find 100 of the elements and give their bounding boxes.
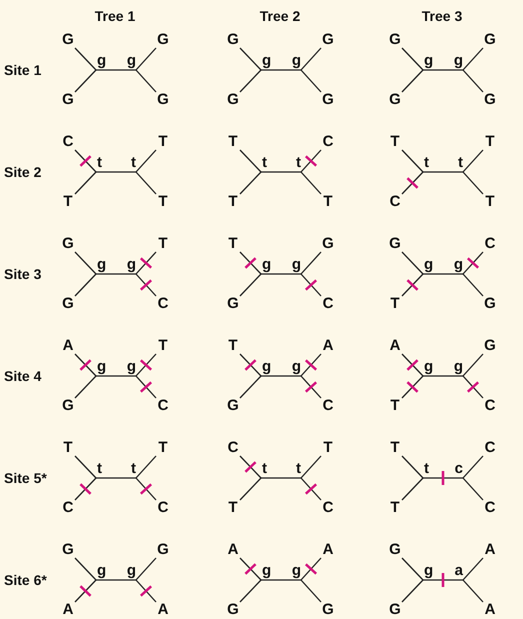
ancestral-state-label: g — [289, 359, 301, 375]
nucleotide-label: A — [483, 602, 497, 618]
nucleotide-label: C — [156, 296, 170, 312]
branch-line — [300, 150, 322, 172]
branch-line — [74, 172, 96, 194]
branch-line — [300, 478, 322, 500]
branch-line — [240, 172, 262, 194]
branch-line — [96, 171, 136, 173]
branch-line — [462, 456, 484, 478]
nucleotide-label: C — [321, 500, 335, 516]
branch-line — [96, 477, 136, 479]
row-header: Site 6* — [4, 572, 47, 588]
branch-line — [402, 48, 424, 70]
branch-line — [423, 171, 463, 173]
nucleotide-label: C — [156, 398, 170, 414]
branch-line — [136, 558, 156, 580]
nucleotide-label: A — [321, 542, 335, 558]
branch-line — [300, 172, 322, 194]
nucleotide-label: G — [321, 32, 335, 48]
branch-line — [240, 456, 262, 478]
ancestral-state-label: g — [262, 53, 274, 69]
nucleotide-label: T — [321, 440, 335, 456]
ancestral-state-label: t — [124, 155, 136, 171]
branch-line — [74, 354, 96, 376]
row-header: Site 3 — [4, 266, 42, 282]
branch-line — [136, 274, 156, 296]
ancestral-state-label: t — [289, 461, 301, 477]
branch-line — [261, 579, 301, 581]
branch-line — [74, 48, 96, 70]
ancestral-state-label: a — [451, 563, 463, 579]
branch-line — [240, 580, 262, 602]
branch-line — [402, 172, 424, 194]
nucleotide-label: G — [388, 602, 402, 618]
branch-line — [240, 252, 262, 274]
branch-line — [423, 69, 463, 71]
nucleotide-label: C — [321, 296, 335, 312]
branch-line — [462, 252, 484, 274]
nucleotide-label: G — [61, 236, 75, 252]
branch-line — [423, 477, 463, 479]
branch-line — [402, 376, 424, 398]
ancestral-state-label: g — [97, 359, 109, 375]
nucleotide-label: C — [388, 194, 402, 210]
nucleotide-label: G — [321, 92, 335, 108]
ancestral-state-label: g — [124, 359, 136, 375]
branch-line — [240, 70, 262, 92]
nucleotide-label: A — [156, 602, 170, 618]
nucleotide-label: G — [388, 542, 402, 558]
ancestral-state-label: t — [97, 155, 109, 171]
nucleotide-label: A — [226, 542, 240, 558]
column-header: Tree 1 — [94, 8, 136, 24]
branch-line — [96, 579, 136, 581]
branch-line — [74, 580, 96, 602]
ancestral-state-label: t — [424, 461, 436, 477]
nucleotide-label: C — [226, 440, 240, 456]
branch-line — [300, 252, 322, 274]
nucleotide-label: A — [61, 338, 75, 354]
column-header: Tree 2 — [258, 8, 302, 24]
branch-line — [240, 376, 262, 398]
nucleotide-label: G — [483, 296, 497, 312]
ancestral-state-label: g — [289, 563, 301, 579]
branch-line — [402, 478, 424, 500]
branch-line — [136, 354, 156, 376]
branch-line — [462, 580, 484, 602]
branch-line — [462, 172, 484, 194]
nucleotide-label: G — [61, 32, 75, 48]
ancestral-state-label: g — [289, 257, 301, 273]
branch-line — [74, 274, 96, 296]
nucleotide-label: G — [388, 92, 402, 108]
branch-line — [136, 150, 156, 172]
branch-line — [402, 354, 424, 376]
branch-line — [261, 477, 301, 479]
nucleotide-label: T — [226, 134, 240, 150]
branch-line — [136, 580, 156, 602]
nucleotide-label: T — [226, 500, 240, 516]
branch-line — [402, 456, 424, 478]
nucleotide-label: C — [483, 440, 497, 456]
branch-line — [402, 274, 424, 296]
nucleotide-label: C — [321, 398, 335, 414]
nucleotide-label: T — [226, 236, 240, 252]
branch-line — [462, 274, 484, 296]
nucleotide-label: C — [483, 500, 497, 516]
nucleotide-label: T — [156, 236, 170, 252]
ancestral-state-label: g — [262, 563, 274, 579]
branch-line — [402, 558, 424, 580]
ancestral-state-label: g — [97, 53, 109, 69]
ancestral-state-label: t — [289, 155, 301, 171]
row-header: Site 4 — [4, 368, 42, 384]
branch-line — [462, 478, 484, 500]
ancestral-state-label: g — [124, 257, 136, 273]
branch-line — [240, 478, 262, 500]
branch-line — [240, 354, 262, 376]
nucleotide-label: G — [321, 602, 335, 618]
row-header: Site 5* — [4, 470, 47, 486]
nucleotide-label: T — [388, 296, 402, 312]
row-header: Site 2 — [4, 164, 42, 180]
ancestral-state-label: g — [289, 53, 301, 69]
branch-line — [423, 273, 463, 275]
branch-line — [74, 252, 96, 274]
ancestral-state-label: t — [451, 155, 463, 171]
nucleotide-label: G — [61, 398, 75, 414]
